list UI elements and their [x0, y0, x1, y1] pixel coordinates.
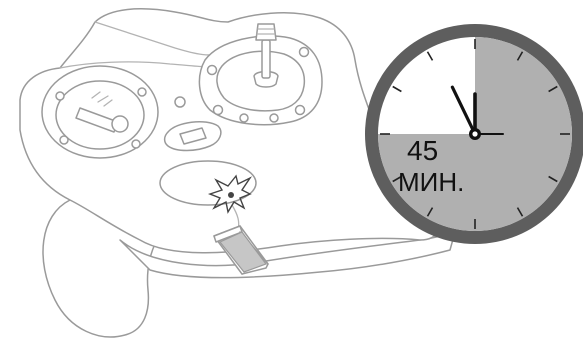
- clock-tick-mark: [516, 51, 524, 61]
- center-indicator: [174, 96, 186, 108]
- timer-clock-icon: 45 МИН.: [365, 24, 583, 244]
- left-stick-knob: [111, 115, 129, 133]
- clock-tick-mark: [392, 175, 402, 183]
- left-stick-trim: [91, 91, 113, 107]
- timer-minutes-value: 45: [407, 135, 438, 166]
- right-stick-knob-grip: [256, 28, 276, 35]
- left-gimbal-screw-3: [59, 135, 69, 145]
- clock-center-pin-inner: [472, 131, 478, 137]
- right-gimbal-screw-2: [298, 46, 310, 58]
- right-gimbal-screw-3: [212, 104, 224, 116]
- clock-tick-mark: [548, 85, 558, 93]
- right-gimbal-screw-5: [239, 113, 249, 123]
- right-gimbal-screw-1: [206, 64, 218, 76]
- clock-tick-mark: [426, 51, 434, 61]
- clock-tick-mark: [392, 85, 402, 93]
- charging-port-recess: [159, 160, 257, 206]
- left-gimbal-screw-1: [55, 91, 65, 101]
- charging-spark-icon: [207, 174, 253, 214]
- right-stick-base: [253, 70, 279, 88]
- left-stick-lever: [75, 107, 119, 133]
- power-switch-slider: [179, 127, 207, 145]
- timer-minutes-unit: МИН.: [398, 167, 464, 197]
- clock-tick-mark: [548, 175, 558, 183]
- clock-tick-mark: [516, 207, 524, 217]
- right-gimbal-screw-6: [269, 113, 279, 123]
- right-stick-knob: [255, 23, 277, 41]
- rc-transmitter-illustration: [19, 8, 456, 338]
- left-gimbal-screw-2: [137, 87, 147, 97]
- clock-tick-marks: [380, 39, 570, 229]
- battery-pack-icon: [213, 225, 269, 275]
- clock-minute-hand: [450, 85, 477, 136]
- left-gimbal-screw-4: [131, 139, 141, 149]
- clock-tick-mark: [426, 207, 434, 217]
- right-stick-shaft: [261, 39, 271, 79]
- right-gimbal-screw-4: [294, 104, 306, 116]
